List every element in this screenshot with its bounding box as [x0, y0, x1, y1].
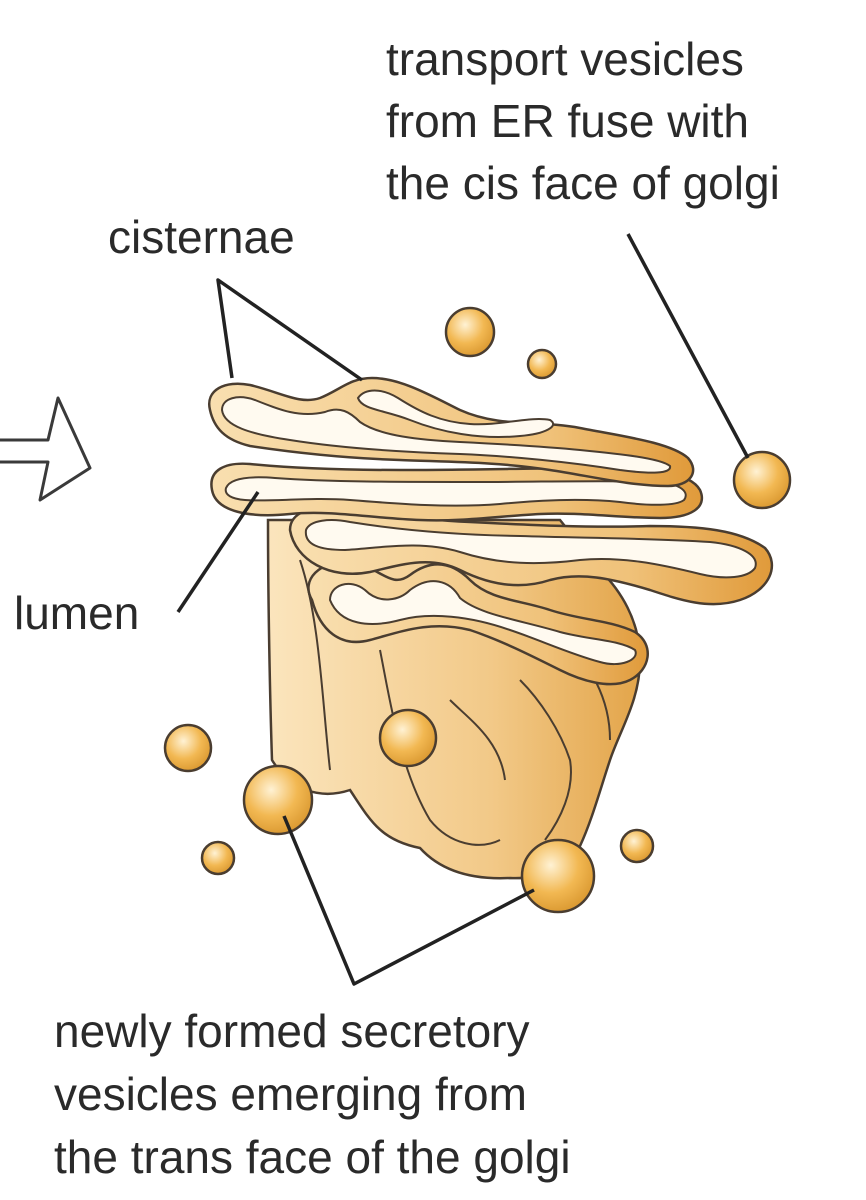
- cisterna-4: [307, 560, 649, 686]
- lumen-2: [224, 476, 687, 507]
- vesicle: [526, 348, 558, 380]
- vesicle: [200, 840, 236, 876]
- cisternae-label: cisternae: [108, 211, 295, 263]
- golgi-trans-fold-2: [379, 649, 501, 846]
- cisternae-leader-line: [216, 278, 363, 382]
- vesicle: [163, 723, 213, 773]
- golgi-trans-fold-3: [519, 679, 572, 841]
- lumen-1a: [220, 396, 671, 474]
- cis-face-label-line: transport vesicles: [386, 33, 744, 85]
- cis-face-label-line: from ER fuse with: [386, 95, 749, 147]
- cis-face-leader-line: [626, 233, 750, 459]
- vesicle: [619, 828, 655, 864]
- lumen-1b: [356, 389, 555, 439]
- lumen-leader-line: [176, 491, 260, 613]
- trans-face-label: newly formed secretory vesicles emerging…: [54, 1004, 571, 1193]
- secretory-leader-line: [282, 815, 535, 986]
- vesicle: [378, 708, 438, 768]
- lumen-3: [304, 519, 757, 579]
- trans-face-label-line: newly formed secretory: [54, 1005, 530, 1057]
- cis-face-label: transport vesicles from ER fuse with the…: [386, 32, 780, 218]
- vesicle-secretory: [242, 764, 314, 836]
- trans-face-label-line: vesicles emerging from: [54, 1068, 527, 1120]
- lumen-4: [328, 580, 637, 666]
- lumen-label: lumen: [14, 587, 140, 639]
- vesicle-cis-fusing: [732, 450, 792, 510]
- pointer-arrow: [0, 396, 92, 502]
- vesicle-secretory: [520, 838, 596, 914]
- golgi-trans-fold-5: [449, 699, 506, 781]
- trans-face-label-line: the trans face of the golgi: [54, 1131, 571, 1183]
- cis-face-label-line: the cis face of golgi: [386, 157, 780, 209]
- golgi-trans-fold-1: [299, 559, 331, 771]
- vesicle: [444, 306, 496, 358]
